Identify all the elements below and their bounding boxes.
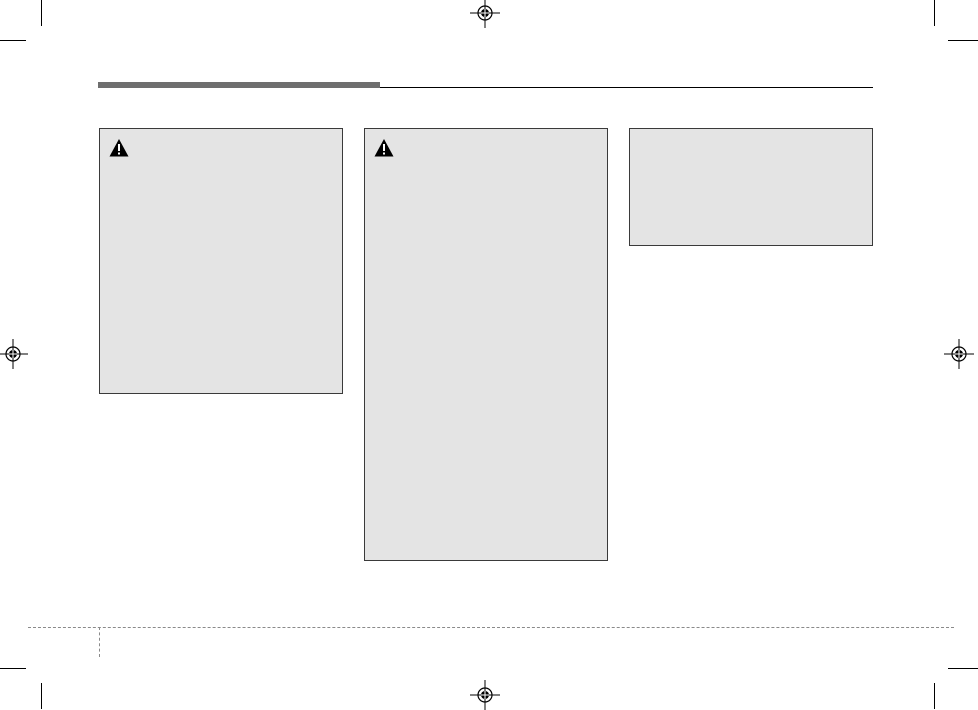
warning-triangle-icon [374,139,394,157]
header-rule [380,87,873,88]
warning-box-2 [364,128,608,561]
warning-box-1 [99,128,343,394]
registration-mark-top-icon [470,0,500,28]
registration-mark-bottom-icon [470,680,500,710]
footer-dashed-rule [28,627,954,628]
crop-mark-bottom-left-horizontal [0,668,26,669]
registration-mark-left-icon [0,339,28,369]
header-bar [98,82,380,88]
footer-dashed-tick [99,627,100,657]
registration-mark-right-icon [944,339,974,369]
crop-mark-bottom-right-horizontal [948,668,978,669]
note-box [629,128,873,246]
crop-mark-bottom-left-vertical [41,683,42,709]
warning-triangle-icon [109,139,129,157]
crop-mark-top-right-horizontal [948,40,978,41]
crop-mark-top-left-vertical [41,0,42,26]
crop-mark-top-right-vertical [934,0,935,26]
crop-mark-top-left-horizontal [0,40,26,41]
crop-mark-bottom-right-vertical [934,683,935,709]
